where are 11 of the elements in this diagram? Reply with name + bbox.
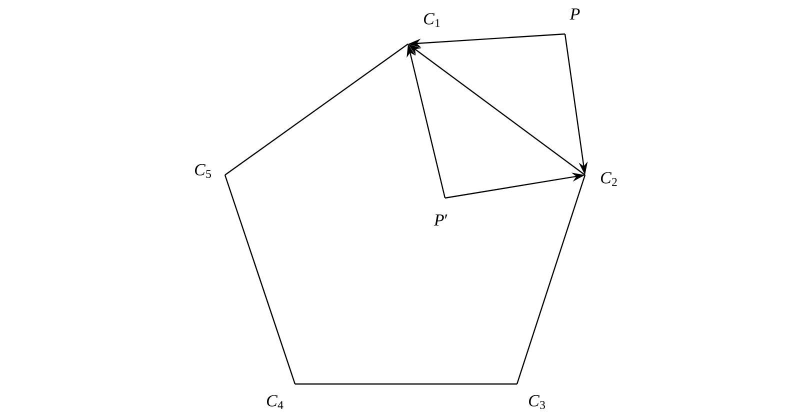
- vertex-label: C$_{2}$: [601, 172, 617, 186]
- vertex-label: P: [570, 8, 580, 20]
- polygon-side: [516, 174, 586, 384]
- polygon-side: [295, 383, 517, 385]
- vertex-label: C$_{5}$: [195, 164, 211, 178]
- vertex-label: C$_{3}$: [529, 395, 545, 409]
- polygon-side: [224, 174, 296, 384]
- polygon-side: [224, 44, 408, 176]
- vertex-label: C$_{4}$: [267, 395, 284, 409]
- vertex-label: C$_{1}$: [424, 13, 440, 27]
- vertex-label: P′: [434, 214, 448, 226]
